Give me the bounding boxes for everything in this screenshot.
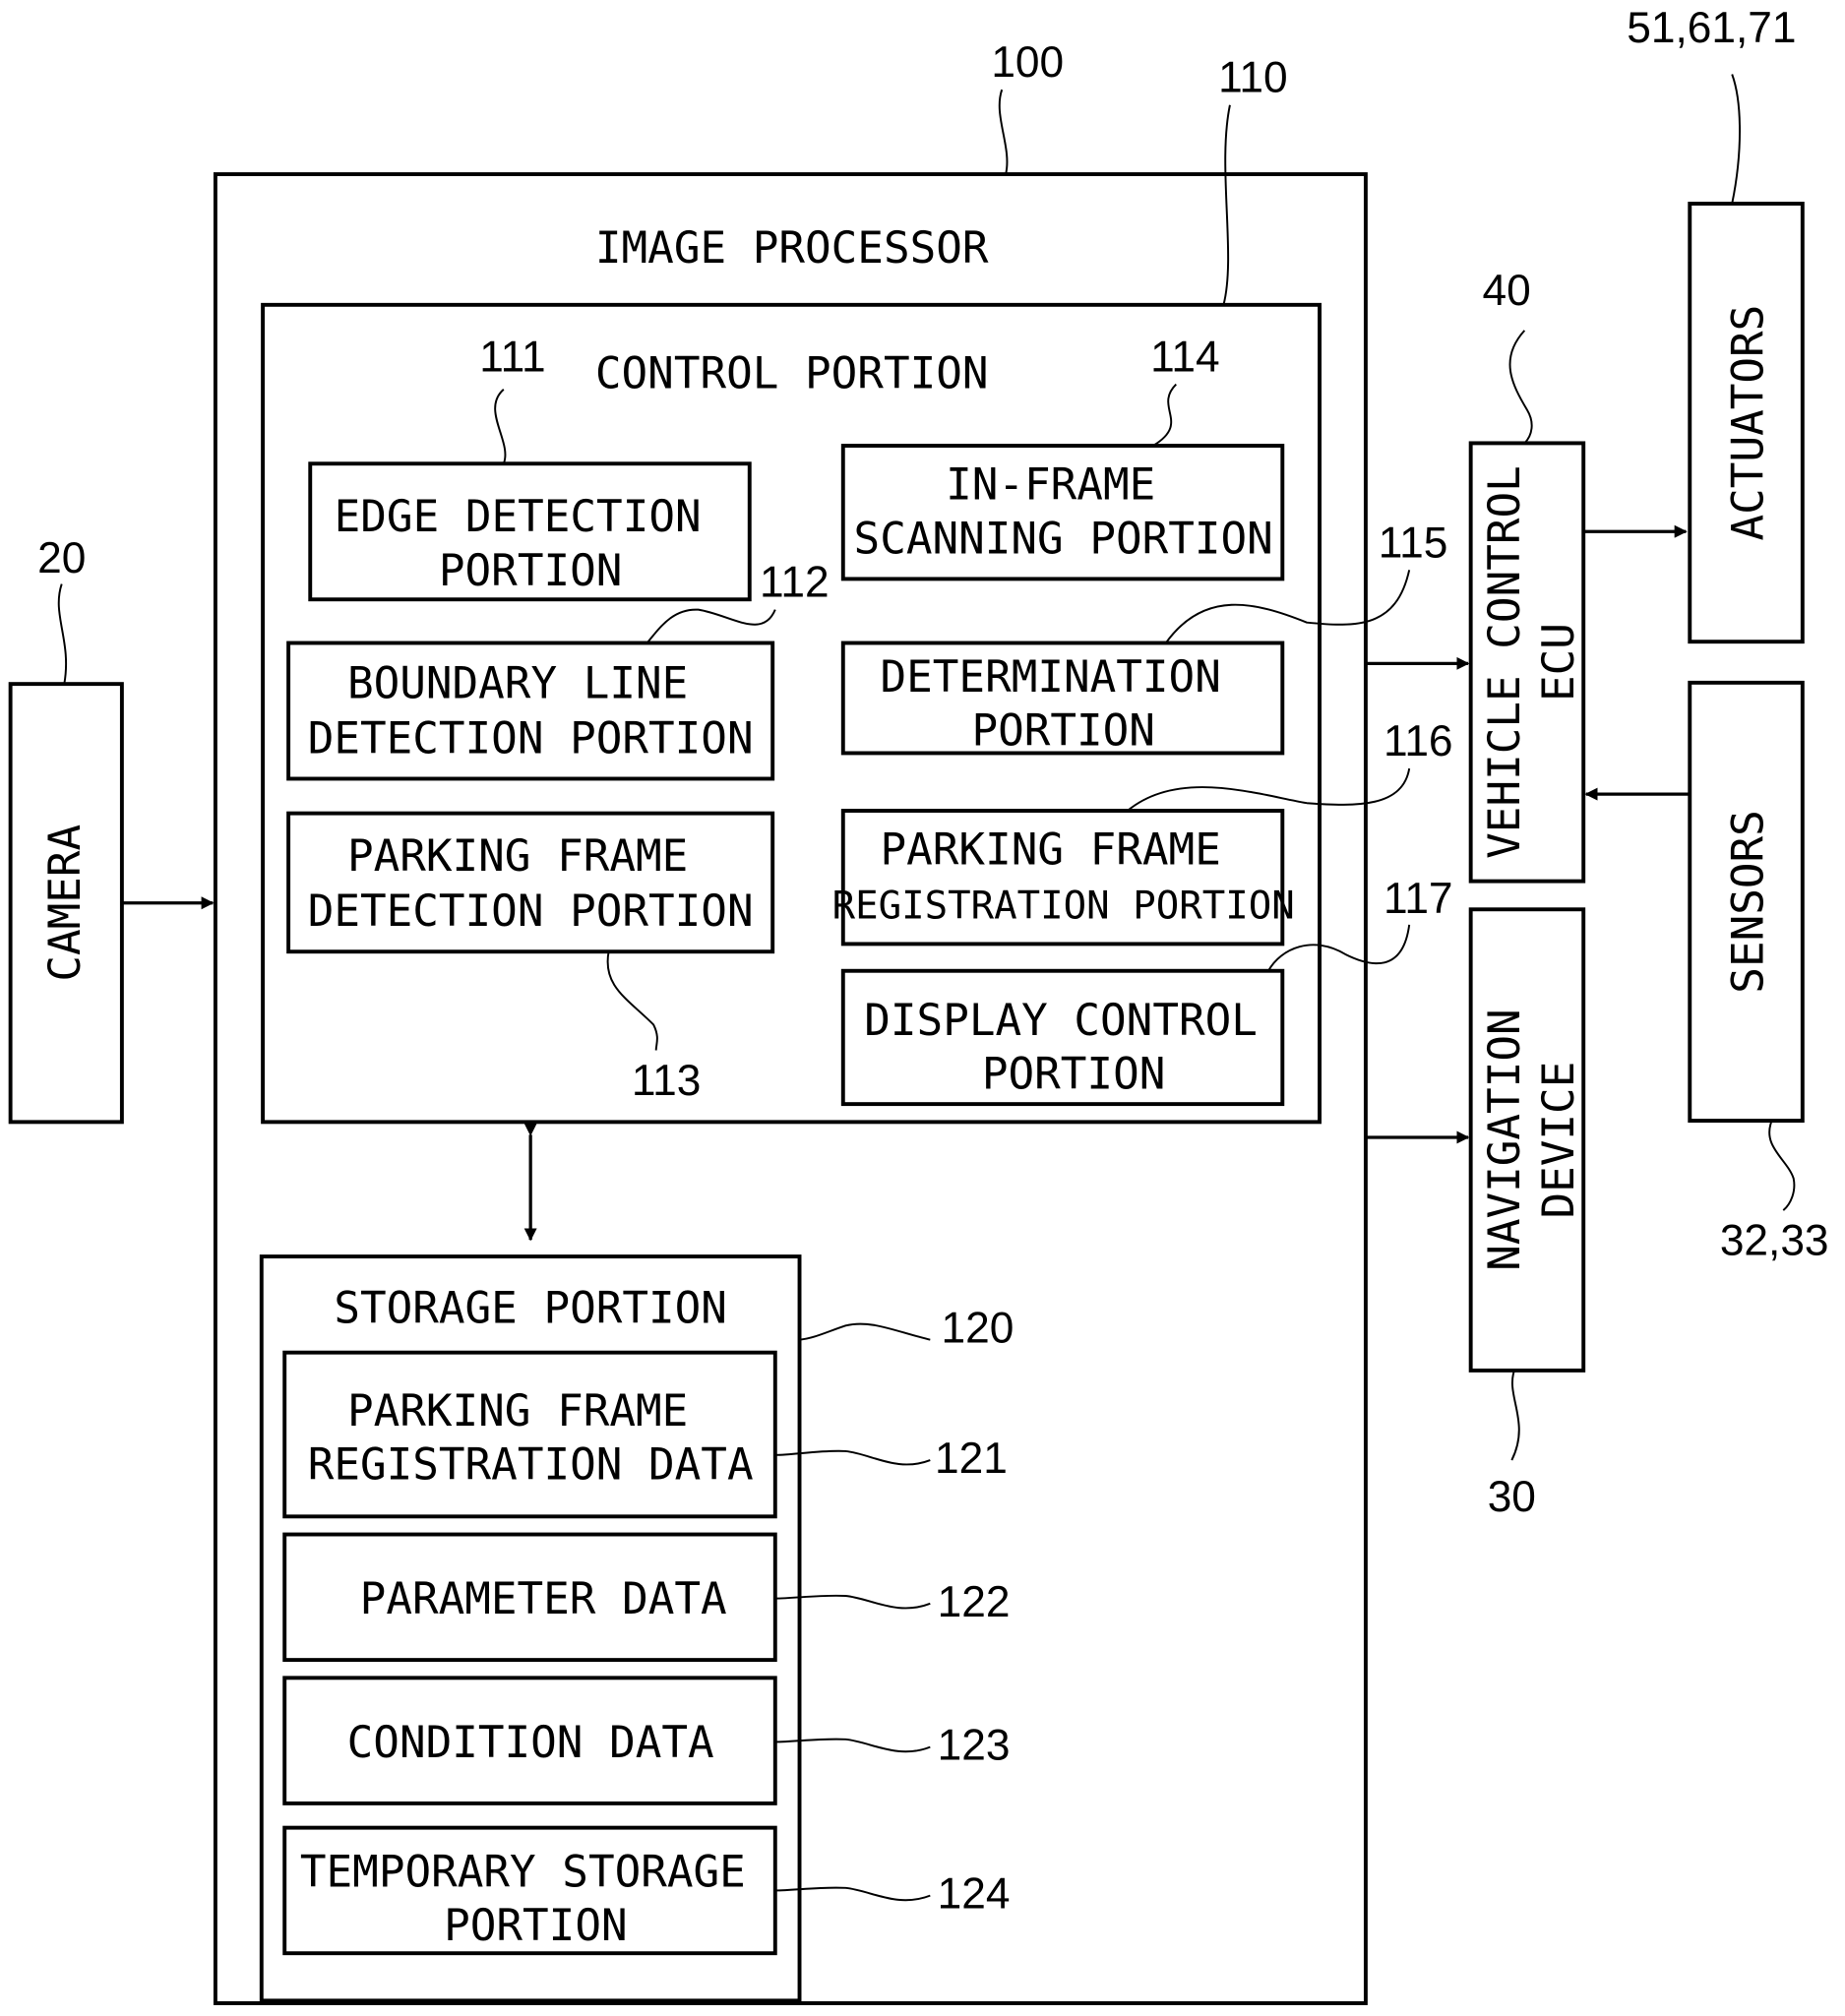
parking-frame-detection-line1: PARKING FRAME	[347, 831, 688, 882]
display-control-leader	[1267, 924, 1411, 972]
registration-data-leader	[774, 1449, 931, 1466]
temporary-storage-block: TEMPORARY STORAGE PORTION	[282, 1825, 777, 1956]
determination-ref: 115	[1379, 519, 1448, 567]
sensors-ref: 32,33	[1720, 1217, 1829, 1265]
edge-detection-line1: EDGE DETECTION	[335, 492, 702, 542]
navigation-device-leader	[1510, 1370, 1520, 1461]
temporary-storage-line1: TEMPORARY STORAGE	[300, 1848, 746, 1898]
camera-label: CAMERA	[40, 825, 91, 982]
actuators-label: ACTUATORS	[1723, 305, 1773, 541]
boundary-line-line2: DETECTION PORTION	[308, 713, 754, 764]
parking-frame-registration-line2: REGISTRATION PORTION	[832, 884, 1295, 928]
image-processor-ref: 100	[991, 38, 1064, 87]
in-frame-scanning-leader	[1152, 383, 1177, 447]
image-processor-label: IMAGE PROCESSOR	[595, 223, 989, 274]
navigation-device-line2: DEVICE	[1534, 1062, 1584, 1219]
parking-frame-registration-leader	[1127, 767, 1411, 812]
storage-portion-leader	[799, 1322, 931, 1341]
edge-detection-block: EDGE DETECTION PORTION	[308, 461, 752, 602]
condition-data-leader	[774, 1738, 931, 1753]
parameter-data-block: PARAMETER DATA	[282, 1532, 777, 1663]
registration-data-block: PARKING FRAME REGISTRATION DATA	[282, 1350, 777, 1519]
parameter-data-label: PARAMETER DATA	[360, 1574, 727, 1624]
edge-detection-leader	[494, 389, 507, 464]
actuators-ref: 51,61,71	[1627, 4, 1796, 52]
parking-frame-detection-line2: DETECTION PORTION	[308, 886, 754, 937]
vehicle-control-ecu-line1: VEHICLE CONTROL	[1480, 465, 1530, 859]
boundary-line-leader	[646, 608, 776, 644]
registration-data-ref: 121	[935, 1435, 1008, 1483]
edge-detection-line2: PORTION	[439, 546, 623, 596]
sensors-label: SENSORS	[1723, 810, 1773, 994]
parking-frame-detection-block: PARKING FRAME DETECTION PORTION	[286, 811, 775, 954]
temporary-storage-leader	[774, 1886, 931, 1902]
navigation-device-block: NAVIGATION DEVICE	[1468, 907, 1586, 1373]
parking-frame-registration-ref: 116	[1384, 717, 1453, 765]
display-control-block: DISPLAY CONTROL PORTION	[840, 968, 1285, 1107]
condition-data-label: CONDITION DATA	[347, 1718, 714, 1768]
sensors-leader	[1768, 1120, 1796, 1211]
registration-data-line2: REGISTRATION DATA	[308, 1440, 754, 1491]
camera-block: CAMERA	[8, 682, 124, 1125]
storage-portion-ref: 120	[942, 1304, 1015, 1352]
parameter-data-ref: 122	[938, 1578, 1011, 1626]
parking-frame-registration-line1: PARKING FRAME	[881, 825, 1221, 876]
storage-portion-label: STORAGE PORTION	[334, 1284, 727, 1334]
navigation-device-ref: 30	[1488, 1473, 1536, 1521]
determination-block: DETERMINATION PORTION	[840, 641, 1285, 757]
temporary-storage-ref: 124	[938, 1870, 1011, 1919]
image-processor-leader	[998, 89, 1009, 175]
display-control-ref: 117	[1384, 875, 1453, 923]
temporary-storage-line2: PORTION	[444, 1901, 628, 1951]
in-frame-scanning-block: IN-FRAME SCANNING PORTION	[840, 444, 1285, 581]
vehicle-control-ecu-line2: ECU	[1534, 623, 1584, 702]
determination-line2: PORTION	[971, 706, 1154, 757]
control-portion-leader	[1222, 104, 1231, 306]
boundary-line-block: BOUNDARY LINE DETECTION PORTION	[286, 641, 775, 781]
camera-ref: 20	[37, 534, 86, 582]
condition-data-ref: 123	[938, 1722, 1011, 1770]
in-frame-scanning-line1: IN-FRAME	[946, 460, 1155, 511]
determination-line1: DETERMINATION	[881, 652, 1221, 703]
edge-detection-ref: 111	[479, 334, 545, 382]
actuators-block: ACTUATORS	[1688, 202, 1805, 644]
display-control-line2: PORTION	[982, 1050, 1165, 1100]
in-frame-scanning-line2: SCANNING PORTION	[854, 514, 1273, 564]
parameter-data-leader	[774, 1594, 931, 1610]
registration-data-line1: PARKING FRAME	[347, 1386, 688, 1436]
navigation-device-line1: NAVIGATION	[1480, 1008, 1530, 1270]
boundary-line-line1: BOUNDARY LINE	[347, 658, 688, 708]
parking-frame-registration-block: PARKING FRAME REGISTRATION PORTION	[832, 809, 1295, 947]
camera-leader	[57, 583, 68, 685]
sensors-block: SENSORS	[1688, 680, 1805, 1124]
control-portion-label: CONTROL PORTION	[595, 348, 989, 398]
vehicle-control-ecu-ref: 40	[1482, 267, 1530, 315]
parking-frame-detection-leader	[606, 951, 658, 1051]
vehicle-control-ecu-block: VEHICLE CONTROL ECU	[1468, 441, 1586, 884]
in-frame-scanning-ref: 114	[1150, 334, 1220, 382]
boundary-line-ref: 112	[760, 559, 830, 607]
vehicle-control-ecu-leader	[1508, 330, 1533, 445]
determination-leader	[1165, 570, 1411, 644]
actuators-leader	[1731, 74, 1742, 205]
display-control-line1: DISPLAY CONTROL	[864, 996, 1258, 1046]
condition-data-block: CONDITION DATA	[282, 1676, 777, 1805]
parking-frame-detection-ref: 113	[632, 1057, 702, 1105]
control-portion-ref: 110	[1218, 54, 1288, 102]
